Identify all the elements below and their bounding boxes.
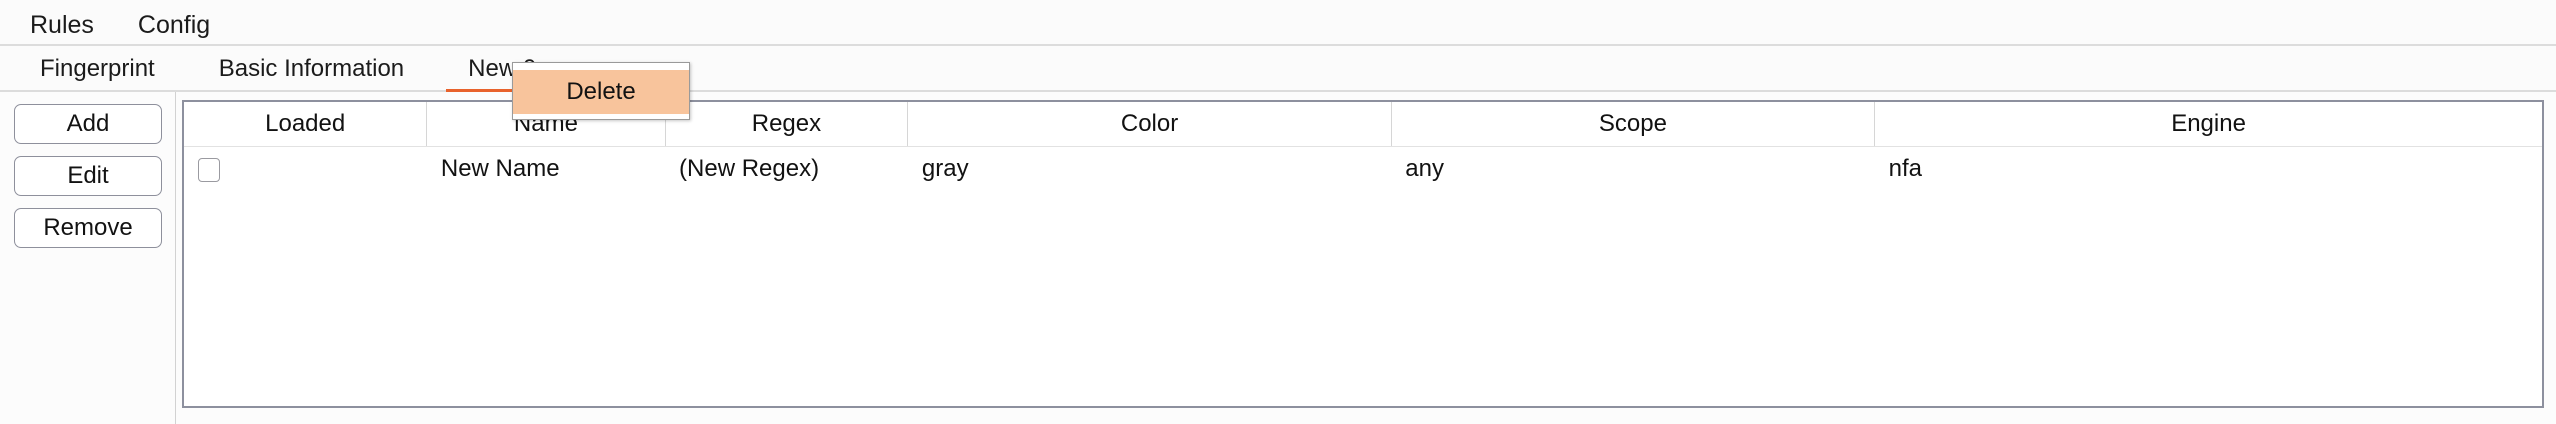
tab-config[interactable]: Config (116, 0, 232, 42)
main-content: Add Edit Remove Loaded Name Regex Color … (0, 92, 2556, 424)
rules-table: Loaded Name Regex Color Scope Engine New… (184, 102, 2542, 191)
column-header-engine[interactable]: Engine (1874, 102, 2542, 147)
cell-loaded[interactable] (184, 146, 427, 191)
cell-scope[interactable]: any (1391, 146, 1875, 191)
tab-rules-label: Rules (30, 11, 94, 39)
column-header-regex[interactable]: Regex (665, 102, 909, 147)
cell-engine[interactable]: nfa (1874, 146, 2542, 191)
context-menu-item-delete[interactable]: Delete (513, 70, 689, 114)
tab-fingerprint[interactable]: Fingerprint (8, 46, 187, 85)
column-header-loaded[interactable]: Loaded (184, 102, 428, 147)
tab-config-label: Config (137, 11, 211, 39)
tab-rules[interactable]: Rules (8, 0, 116, 52)
cell-color[interactable]: gray (907, 146, 1392, 191)
loaded-checkbox[interactable] (198, 157, 220, 182)
rules-table-body: New Name (New Regex) gray any nfa (184, 146, 2542, 191)
secondary-tab-bar: Fingerprint Basic Information New 0 (0, 46, 2556, 94)
column-header-scope[interactable]: Scope (1391, 102, 1876, 147)
column-header-color[interactable]: Color (907, 102, 1392, 147)
edit-button[interactable]: Edit (14, 156, 162, 196)
tab-basic-information-label: Basic Information (218, 55, 405, 82)
tab-fingerprint-label: Fingerprint (40, 55, 155, 82)
cell-name[interactable]: New Name (426, 146, 666, 191)
primary-tab-bar: Rules Config (0, 0, 2556, 52)
add-button[interactable]: Add (14, 104, 162, 144)
tab-basic-information[interactable]: Basic Information (187, 46, 436, 85)
rules-table-container: Loaded Name Regex Color Scope Engine New… (182, 100, 2544, 408)
rules-table-head: Loaded Name Regex Color Scope Engine (184, 102, 2542, 147)
primary-tab-list: Rules Config (0, 0, 2556, 52)
context-menu-item-delete-label: Delete (566, 78, 636, 105)
table-row[interactable]: New Name (New Regex) gray any nfa (184, 146, 2542, 191)
secondary-tab-list: Fingerprint Basic Information New 0 (0, 46, 2556, 94)
context-menu: Delete (512, 62, 690, 120)
rules-table-header-row: Loaded Name Regex Color Scope Engine (184, 102, 2542, 147)
rule-actions-panel: Add Edit Remove (0, 92, 176, 424)
remove-button[interactable]: Remove (14, 208, 162, 248)
cell-regex[interactable]: (New Regex) (665, 146, 908, 191)
